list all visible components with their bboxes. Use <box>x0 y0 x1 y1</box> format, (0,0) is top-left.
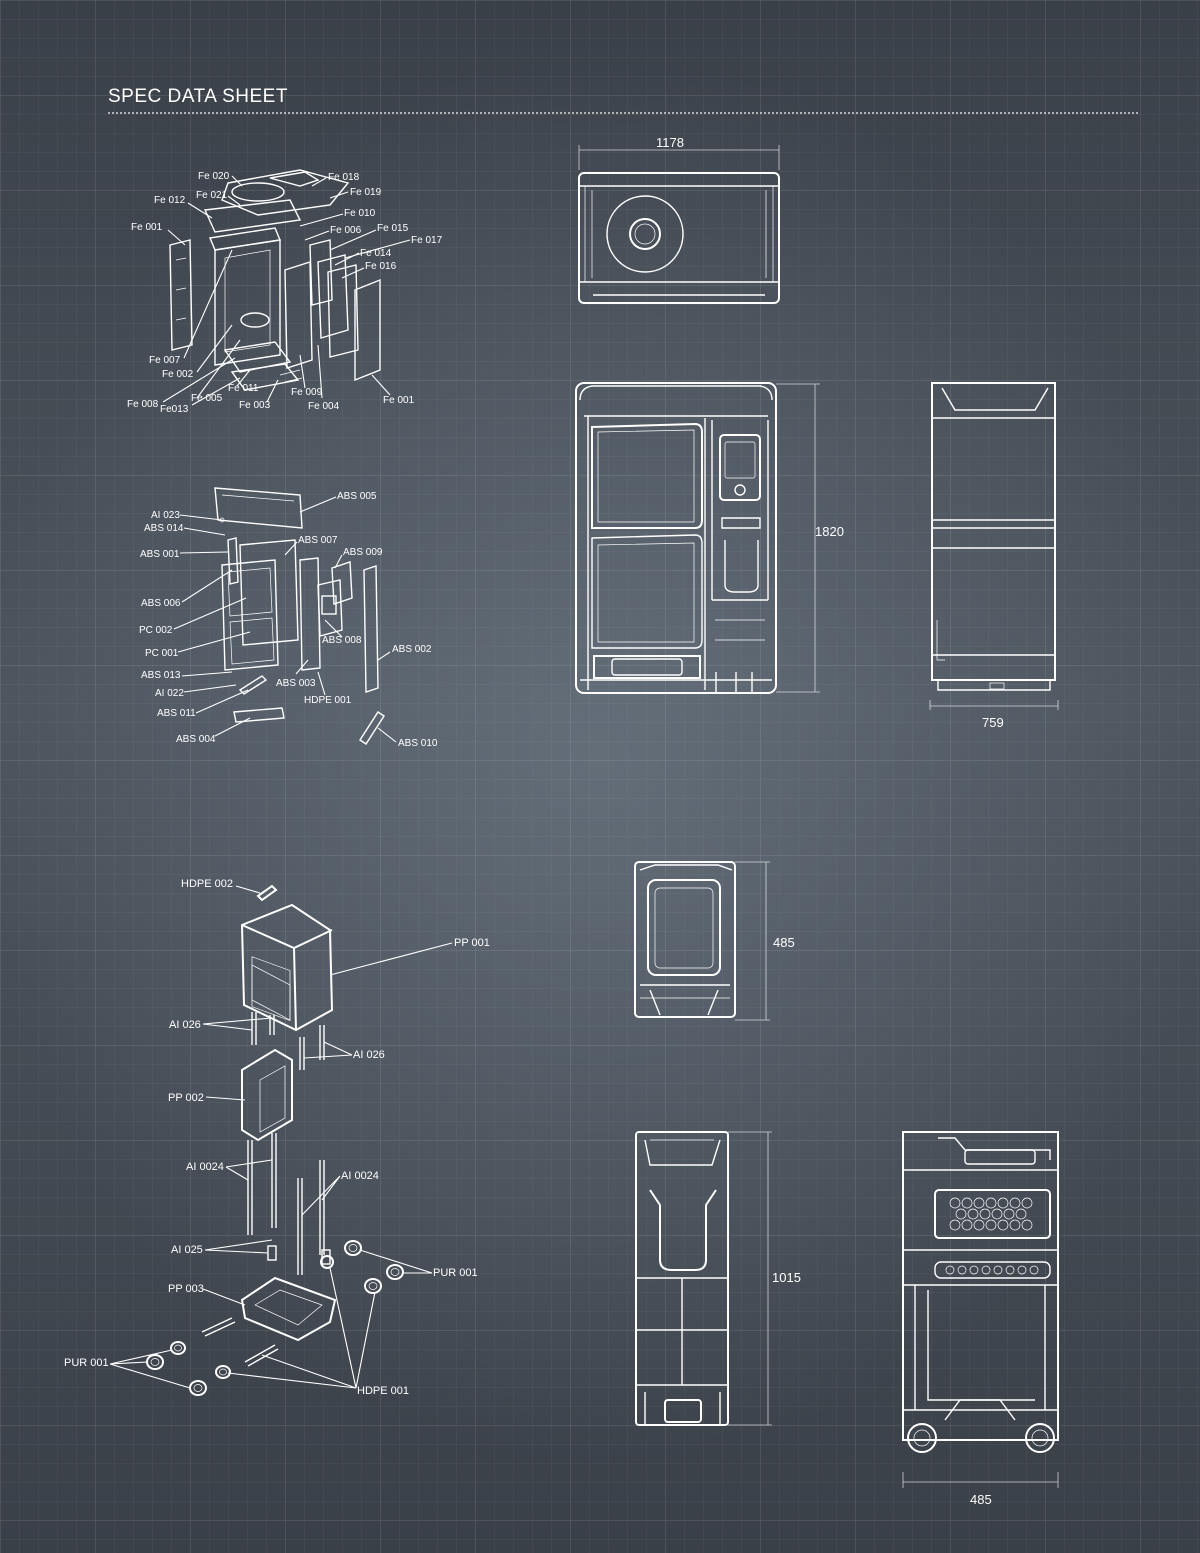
label-hdpe-001-cart: HDPE 001 <box>357 1385 409 1397</box>
label-abs-010: ABS 010 <box>398 738 438 749</box>
cart-labels: HDPE 002 PP 001 AI 026 AI 026 PP 002 AI … <box>64 878 490 1397</box>
label-fe-004: Fe 004 <box>308 401 340 412</box>
label-abs-006: ABS 006 <box>141 598 181 609</box>
label-fe-001-right: Fe 001 <box>383 395 415 406</box>
metal-leaders <box>162 175 411 406</box>
exploded-cart <box>146 884 404 1396</box>
label-abs-009: ABS 009 <box>343 547 383 558</box>
dim-front-height: 1820 <box>815 524 844 539</box>
label-ai-025: AI 025 <box>171 1244 203 1256</box>
cart-top-view: 485 <box>634 861 795 1021</box>
label-pp-001: PP 001 <box>454 937 490 949</box>
label-fe-009: Fe 009 <box>291 387 323 398</box>
label-pur-001-left: PUR 001 <box>64 1357 109 1369</box>
machine-top-view: 1178 <box>578 135 780 304</box>
label-fe-005: Fe 005 <box>191 393 223 404</box>
label-pp-002: PP 002 <box>168 1092 204 1104</box>
label-fe-020: Fe 020 <box>198 171 230 182</box>
label-abs-014: ABS 014 <box>144 523 184 534</box>
title-divider <box>108 112 1138 114</box>
label-hdpe-001: HDPE 001 <box>304 695 352 706</box>
label-fe-015: Fe 015 <box>377 223 409 234</box>
label-fe-018: Fe 018 <box>328 172 360 183</box>
label-fe-016: Fe 016 <box>365 261 397 272</box>
dim-cart-side: 485 <box>970 1492 992 1507</box>
label-abs-008: ABS 008 <box>322 635 362 646</box>
dim-cart-front: 1015 <box>772 1270 801 1285</box>
label-fe-012: Fe 012 <box>154 195 186 206</box>
label-ai-022: AI 022 <box>155 688 184 699</box>
label-abs-001: ABS 001 <box>140 549 180 560</box>
label-pc-001: PC 001 <box>145 648 179 659</box>
label-pc-002: PC 002 <box>139 625 173 636</box>
label-pp-003: PP 003 <box>168 1283 204 1295</box>
label-hdpe-002: HDPE 002 <box>181 878 233 890</box>
label-abs-005: ABS 005 <box>337 491 377 502</box>
machine-front-view: 1820 <box>575 382 844 694</box>
label-ai-026-left: AI 026 <box>169 1019 201 1031</box>
label-abs-003: ABS 003 <box>276 678 316 689</box>
label-ai-0024-right: AI 0024 <box>341 1170 379 1182</box>
label-abs-013: ABS 013 <box>141 670 181 681</box>
label-ai-0024-left: AI 0024 <box>186 1161 224 1173</box>
label-abs-004: ABS 004 <box>176 734 216 745</box>
label-fe-011: Fe 011 <box>228 383 259 394</box>
label-fe-021: Fe 021 <box>196 190 228 201</box>
label-fe-006: Fe 006 <box>330 225 362 236</box>
exploded-metal-frame <box>169 169 381 391</box>
plastic-labels: ABS 005 AI 023 ABS 014 ABS 007 ABS 001 A… <box>139 491 438 749</box>
label-abs-007: ABS 007 <box>298 535 338 546</box>
machine-side-view: 759 <box>929 382 1059 730</box>
metal-labels: Fe 020 Fe 018 Fe 021 Fe 019 Fe 012 Fe 01… <box>127 171 443 415</box>
dim-side-depth: 759 <box>982 715 1004 730</box>
label-fe-017: Fe 017 <box>411 235 443 246</box>
label-fe-010: Fe 010 <box>344 208 376 219</box>
label-fe-003: Fe 003 <box>239 400 271 411</box>
label-fe-001-left: Fe 001 <box>131 222 163 233</box>
label-abs-002: ABS 002 <box>392 644 432 655</box>
label-fe013: Fe013 <box>160 404 189 415</box>
cart-leaders <box>109 885 453 1389</box>
page-title: SPEC DATA SHEET <box>108 86 288 107</box>
cart-side-view: 485 <box>902 1131 1059 1507</box>
label-fe-019: Fe 019 <box>350 187 382 198</box>
label-fe-007: Fe 007 <box>149 355 181 366</box>
label-fe-014: Fe 014 <box>360 248 392 259</box>
label-abs-011: ABS 011 <box>157 708 196 719</box>
dim-top-width: 1178 <box>656 135 684 150</box>
label-pur-001-right: PUR 001 <box>433 1267 478 1279</box>
label-fe-002: Fe 002 <box>162 369 194 380</box>
dim-cart-top: 485 <box>773 935 795 950</box>
cart-front-view: 1015 <box>635 1131 801 1426</box>
label-ai-026-right: AI 026 <box>353 1049 385 1061</box>
label-ai-023: AI 023 <box>151 510 180 521</box>
plastic-leaders <box>173 496 397 743</box>
exploded-plastic-parts <box>214 487 385 745</box>
label-fe-008: Fe 008 <box>127 399 159 410</box>
